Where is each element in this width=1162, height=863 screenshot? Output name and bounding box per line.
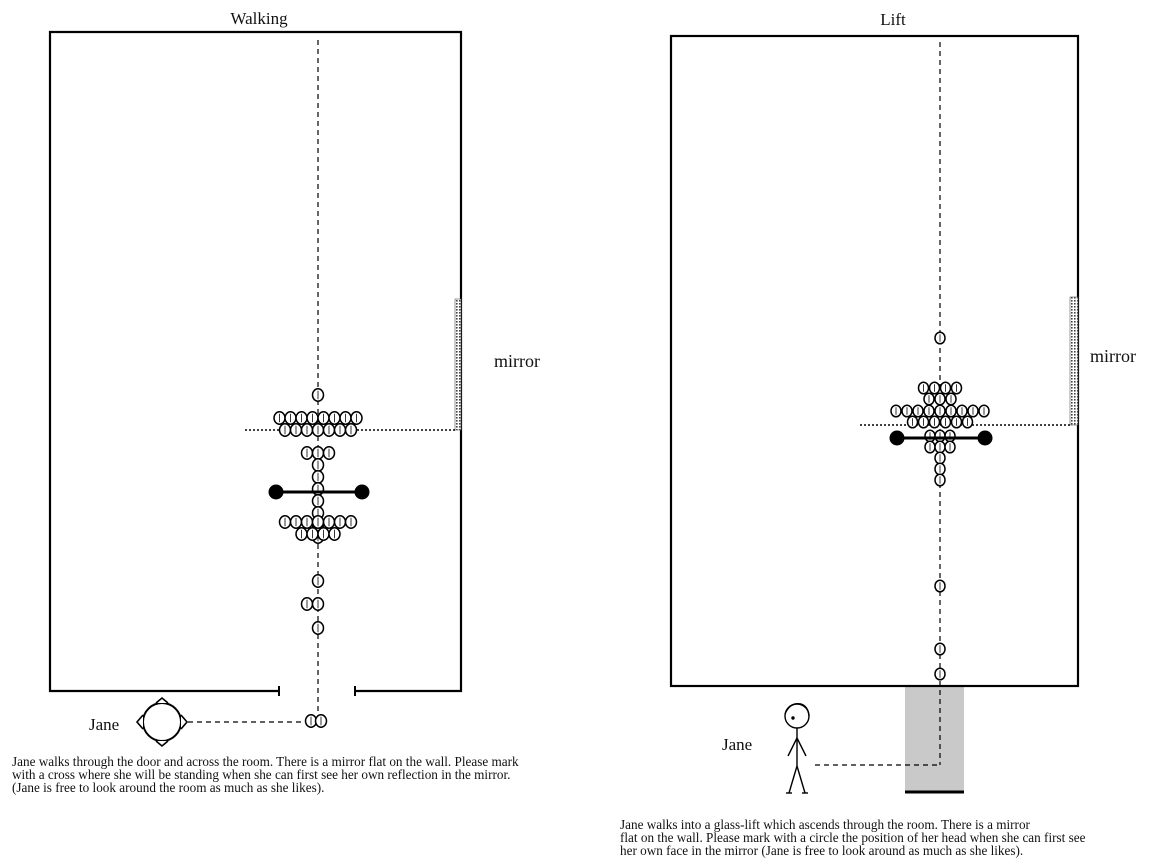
walking-jane-label: Jane xyxy=(89,715,119,734)
lift-mirror-label: mirror xyxy=(1090,346,1136,366)
walking-room-wall xyxy=(48,30,463,693)
caption-line: Jane walks through the door and across t… xyxy=(12,754,519,769)
caption-line: flat on the wall. Please mark with a cir… xyxy=(620,830,1086,845)
lift-panel: Lift mirror xyxy=(669,10,1136,794)
lift-caption: Jane walks into a glass-lift which ascen… xyxy=(620,818,1160,857)
walking-answer-bar xyxy=(268,484,370,500)
lift-title: Lift xyxy=(880,10,906,29)
caption-line: with a cross where she will be standing … xyxy=(12,767,511,782)
caption-line: her own face in the mirror (Jane is free… xyxy=(620,843,1024,858)
walking-panel: Walking mirror Jane xyxy=(48,9,540,748)
lift-room-wall xyxy=(669,34,1080,688)
walking-caption: Jane walks through the door and across t… xyxy=(12,755,612,794)
jane-stick-figure xyxy=(784,703,810,794)
walking-mirror-label: mirror xyxy=(494,351,540,371)
lift-answer-bar xyxy=(889,430,993,446)
lift-shaft xyxy=(905,686,964,792)
lift-response-marks xyxy=(890,331,990,681)
jane-top-view-figure xyxy=(135,696,189,748)
lift-mirror xyxy=(1069,296,1079,426)
caption-line: (Jane is free to look around the room as… xyxy=(12,780,325,795)
walking-mirror xyxy=(454,298,462,431)
walking-response-marks xyxy=(273,388,363,728)
caption-line: Jane walks into a glass-lift which ascen… xyxy=(620,817,1030,832)
lift-jane-label: Jane xyxy=(722,735,752,754)
walking-title: Walking xyxy=(230,9,288,28)
